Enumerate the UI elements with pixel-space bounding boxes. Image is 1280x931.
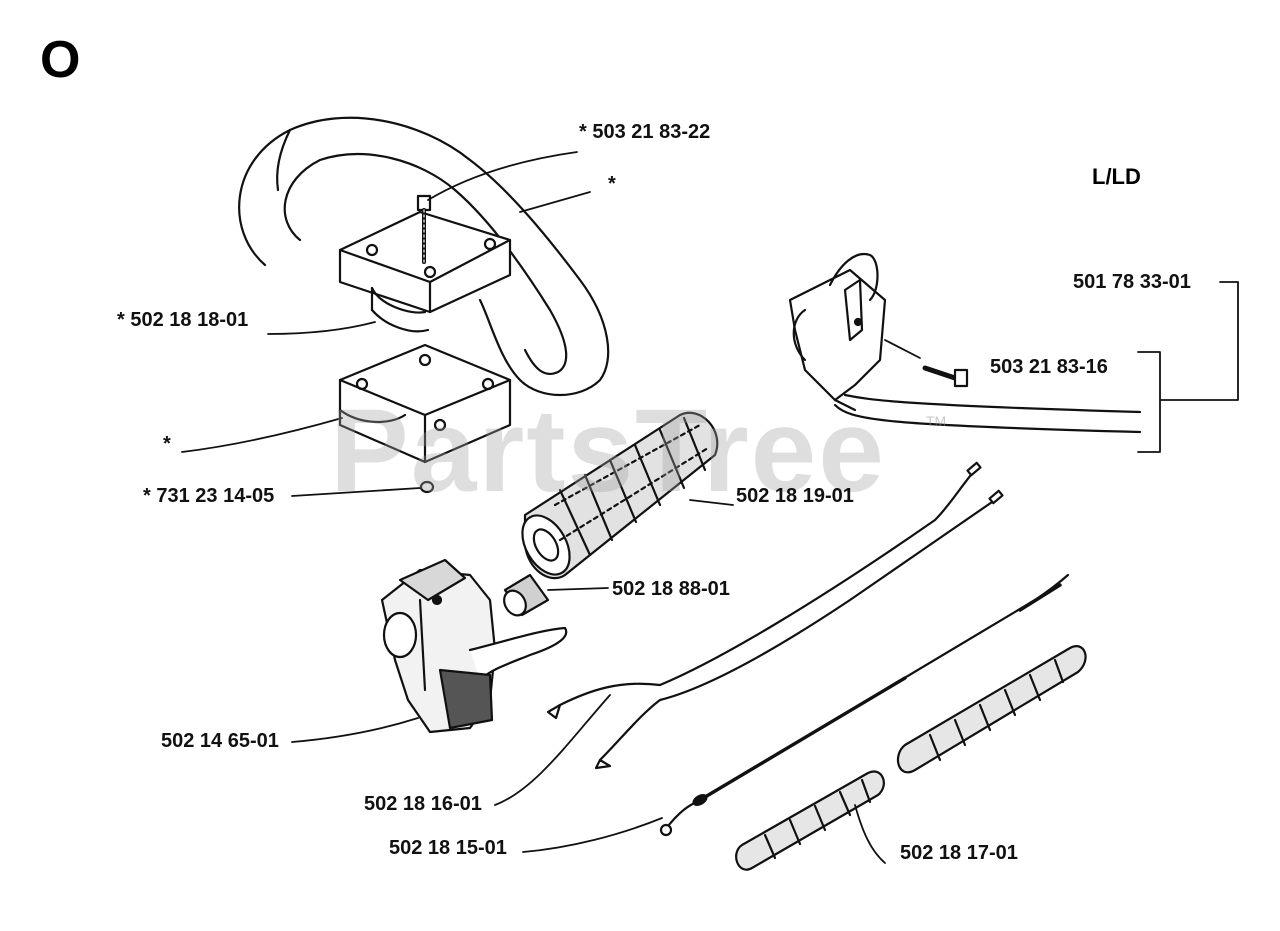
model-label: L/LD [1092, 164, 1141, 189]
label-bushing: 502 18 88-01 [612, 578, 730, 600]
sleeve-lower [735, 770, 885, 871]
label-top-screw: * 503 21 83-22 [579, 121, 711, 143]
bracket-clamp-strip [833, 393, 1142, 434]
label-wire-harness: 502 18 16-01 [364, 793, 482, 815]
loop-handle [238, 116, 610, 397]
bushing [503, 573, 550, 617]
wire-harness [546, 461, 1004, 770]
watermark-text: PartsTree [330, 385, 886, 517]
handle-grip [521, 411, 719, 580]
bracket-screw [922, 365, 969, 388]
washer [419, 480, 435, 494]
label-lower-clamp: * [163, 433, 171, 455]
tube-bracket [788, 252, 887, 412]
label-upper-clamp: * 502 18 18-01 [117, 309, 249, 331]
lower-clamp [338, 343, 512, 464]
throttle-housing [380, 558, 568, 734]
label-sleeve: 502 18 17-01 [900, 842, 1018, 864]
label-handle-star: * [608, 173, 616, 195]
label-grip: 502 18 19-01 [736, 485, 854, 507]
label-bracket-kit: 501 78 33-01 [1073, 271, 1191, 293]
corner-mark: O [40, 31, 81, 89]
sleeve-upper [896, 645, 1087, 774]
label-washer: * 731 23 14-05 [143, 485, 275, 507]
label-bracket-screw: 503 21 83-16 [990, 356, 1108, 378]
label-throttle-housing: 502 14 65-01 [161, 730, 279, 752]
throttle-cable [659, 573, 1070, 837]
leader-lines [181, 151, 1239, 864]
top-screw [416, 194, 432, 264]
watermark-trademark: TM [926, 413, 947, 429]
label-throttle-cable: 502 18 15-01 [389, 837, 507, 859]
